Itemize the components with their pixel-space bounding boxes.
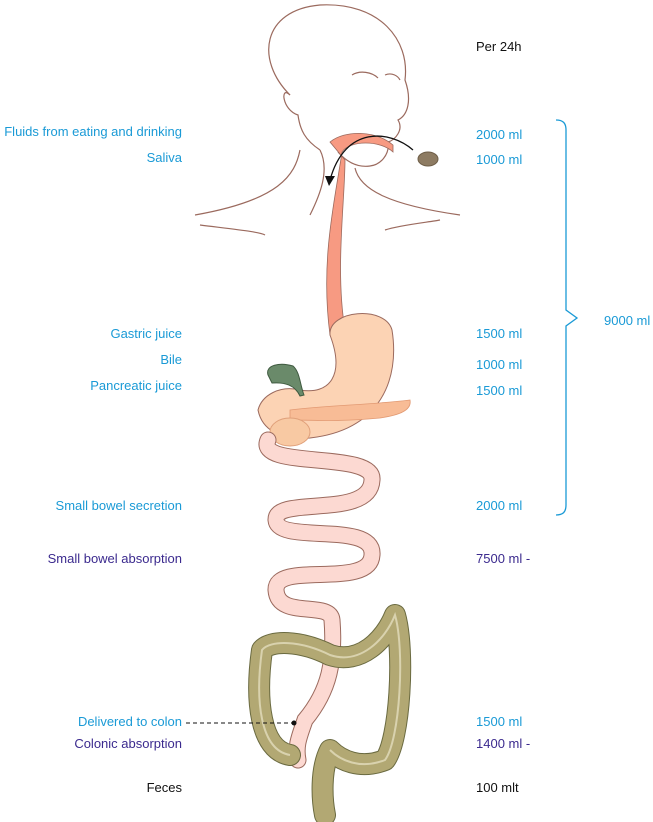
food-bolus [417,151,439,167]
period-header: Per 24h [476,39,522,54]
row-label: Fluids from eating and drinking [4,124,182,139]
row-value: 1500 ml [476,714,523,729]
total-value: 9000 ml [604,313,651,328]
esophagus [326,132,394,336]
swallow-arrow [329,135,414,181]
total-brace [555,119,579,516]
row-value: 1000 ml [476,357,523,372]
row-label: Saliva [146,150,182,165]
delivered-point [291,720,297,726]
row-value: 1400 ml - [476,736,531,751]
row-label: Gastric juice [110,326,182,341]
row-value: 7500 ml - [476,551,531,566]
row-label: Colonic absorption [74,736,182,751]
row-value: 2000 ml [476,127,523,142]
gallbladder [267,363,305,397]
row-label: Feces [146,780,182,795]
arrow-head-icon [325,176,335,186]
row-label: Delivered to colon [77,714,182,729]
row-label: Small bowel absorption [47,551,182,566]
row-label: Pancreatic juice [90,378,182,393]
row-value: 1500 ml [476,383,523,398]
row-value: 1500 ml [476,326,523,341]
row-value: 1000 ml [476,152,523,167]
head-outline [194,4,461,236]
pancreas [289,399,411,421]
row-value: 2000 ml [476,498,523,513]
row-label: Small bowel secretion [55,498,182,513]
row-value: 100 mlt [476,780,519,795]
row-label: Bile [160,352,182,367]
